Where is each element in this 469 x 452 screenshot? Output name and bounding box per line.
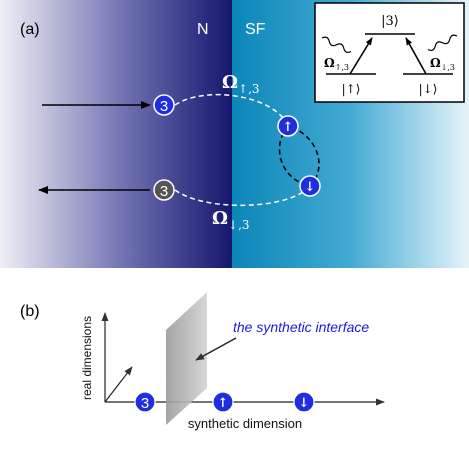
spin-up-particle: ↑ <box>277 115 299 137</box>
spin-down-particle: ↓ <box>299 175 321 197</box>
transition-arrow-right <box>405 37 427 75</box>
panel-a: (a) N SF 3 3 ↑ ↓ Ω↑,3 Ω↓ <box>0 0 469 268</box>
svg-text:3: 3 <box>160 98 168 115</box>
omega-up-label: Ω↑,3 <box>222 72 260 96</box>
particle-3-incoming: 3 <box>153 94 175 116</box>
region-label-sf: SF <box>245 21 266 38</box>
photon-wave-left <box>321 36 352 53</box>
site-spin-down: ↓ <box>293 391 315 413</box>
omega-down-label: Ω↓,3 <box>212 208 250 232</box>
y-axis-label: real dimensions <box>80 316 94 400</box>
inset-omega-left: Ω↑,3 <box>324 56 349 72</box>
level-scheme-inset: |3⟩ |↑⟩ |↓⟩ Ω↑,3 Ω↓,3 <box>314 2 465 103</box>
trajectory-top <box>174 93 289 127</box>
particle-3-outgoing: 3 <box>153 179 175 201</box>
photon-wave-right <box>427 34 458 51</box>
panel-b-label: (b) <box>20 303 40 320</box>
svg-text:3: 3 <box>160 183 168 200</box>
site-3: 3 <box>134 391 156 413</box>
level-3-label: |3⟩ <box>381 14 399 29</box>
interface-label: the synthetic interface <box>233 319 369 335</box>
svg-text:↑: ↑ <box>218 396 229 411</box>
panel-a-label: (a) <box>20 21 40 38</box>
real-dimension-diagonal-axis <box>104 366 133 403</box>
svg-text:↑: ↑ <box>283 120 294 135</box>
transition-arrow-left <box>349 37 373 75</box>
synthetic-interface-plane <box>166 292 207 425</box>
region-label-n: N <box>197 21 209 38</box>
panel-b: (b) real dimensions synthetic dimension … <box>20 292 385 431</box>
interface-pointer-arrow <box>195 337 237 361</box>
inset-omega-right: Ω↓,3 <box>430 56 455 72</box>
level-down-label: |↓⟩ <box>419 82 438 96</box>
svg-text:↓: ↓ <box>299 396 310 411</box>
x-axis-label: synthetic dimension <box>188 416 302 431</box>
svg-text:3: 3 <box>141 395 149 412</box>
normal-region <box>0 0 232 268</box>
svg-text:↓: ↓ <box>305 180 316 195</box>
trajectory-bottom <box>174 185 311 207</box>
site-spin-up: ↑ <box>212 391 234 413</box>
level-up-label: |↑⟩ <box>342 82 361 96</box>
